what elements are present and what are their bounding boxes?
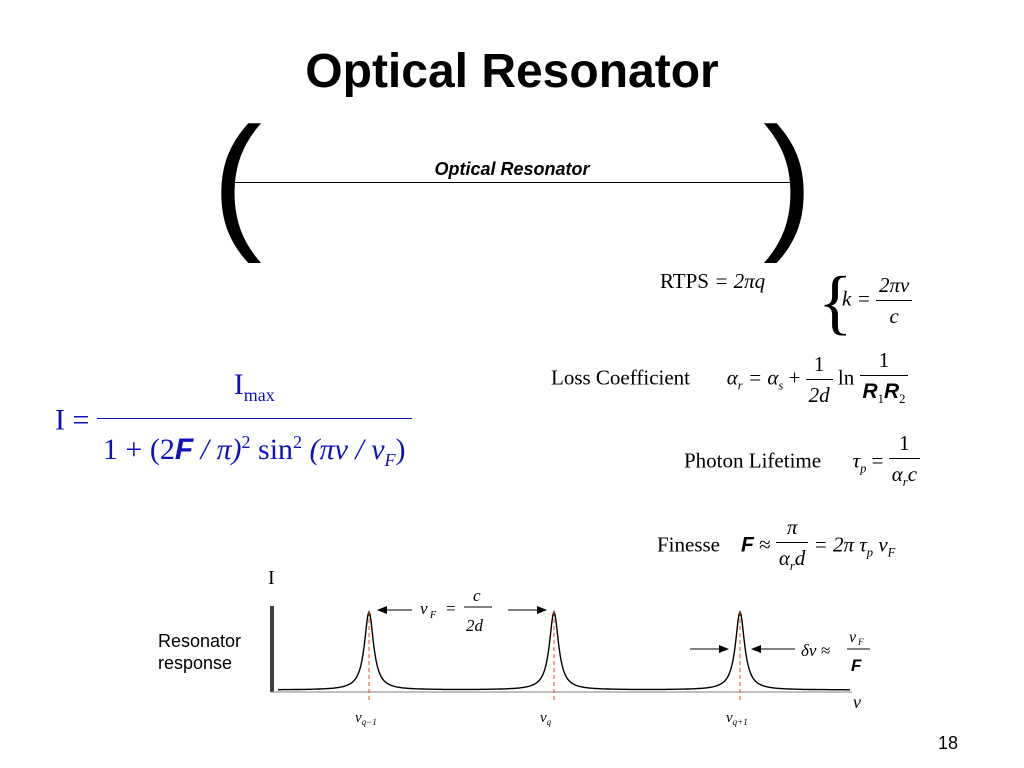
right-mirror: ) — [763, 96, 813, 264]
loss-plus: + — [788, 365, 801, 390]
resonator-label: Optical Resonator — [434, 159, 590, 179]
lifetime-lhs: τ — [852, 448, 861, 473]
loss-lhs-sub: r — [737, 378, 743, 393]
fsr-lhs: ν — [420, 599, 428, 618]
finesse-fraction: π αrd — [775, 512, 809, 581]
loss-r2: R — [883, 380, 900, 403]
linewidth-num-sub: F — [857, 637, 864, 647]
intensity-den-e: ) — [395, 433, 406, 466]
loss-mid: = α — [747, 365, 779, 390]
peak-label-sub: q+1 — [733, 717, 748, 727]
intensity-num-i: I — [233, 368, 244, 401]
loss-coefficient-equation: Loss Coefficient αr = αs + 1 2d ln 1 R1R… — [551, 345, 909, 414]
intensity-den: 1 + (2F / π)2 sin2 (πν / νF) — [97, 419, 412, 483]
k-fraction: 2πν c — [876, 270, 913, 331]
intensity-den-b: / π) — [193, 433, 242, 466]
response-curve — [278, 610, 850, 691]
loss-lhs: α — [726, 365, 738, 390]
finesse-symbol: F — [741, 533, 754, 557]
left-mirror: ( — [212, 96, 262, 264]
optical-axis-line — [228, 182, 796, 183]
page-number: 18 — [938, 733, 959, 753]
loss-r2-sub: 2 — [899, 392, 906, 407]
linewidth-lhs: δν ≈ — [801, 641, 830, 660]
linewidth-den: F — [851, 656, 862, 675]
finesse-rhs-sub: p — [866, 545, 874, 560]
peak-labels: νq−1 νq νq+1 — [355, 710, 748, 727]
rtps-label: RTPS — [660, 269, 709, 293]
lifetime-eq: = — [871, 448, 884, 473]
finesse-rhs-tail-sub: F — [887, 545, 896, 560]
slide-title: Optical Resonator — [305, 45, 719, 98]
intensity-num: Imax — [96, 362, 412, 419]
k-denominator: c — [889, 304, 899, 328]
finesse-den-sub: r — [789, 559, 795, 574]
loss-den-2: R1R2 — [860, 376, 909, 414]
loss-label: Loss Coefficient — [551, 365, 691, 390]
loss-den-1: 2d — [808, 383, 830, 408]
fsr-eq: = — [446, 599, 456, 618]
response-label-line2: response — [158, 653, 233, 673]
loss-r1: R — [862, 380, 878, 403]
lifetime-den-sub: r — [902, 475, 908, 490]
k-equation: k = 2πν c — [842, 270, 913, 331]
k-lhs: k = — [842, 286, 871, 311]
lifetime-lhs-sub: p — [860, 461, 867, 476]
intensity-lhs: I = — [55, 403, 90, 437]
photon-lifetime-equation: Photon Lifetime τp = 1 αrc — [684, 428, 921, 497]
intensity-den-f: F — [174, 433, 194, 466]
intensity-den-c: sin — [250, 433, 294, 466]
lifetime-fraction: 1 αrc — [888, 428, 921, 497]
fsr-den: 2d — [466, 616, 484, 635]
loss-fraction-1: 1 2d — [805, 349, 833, 410]
finesse-approx: ≈ — [759, 532, 771, 557]
linewidth-num: ν — [849, 629, 857, 646]
intensity-den-d: (πν / ν — [302, 433, 385, 466]
finesse-equation: Finesse F ≈ π αrd = 2π τp νF — [657, 512, 895, 581]
peak-markers — [368, 612, 741, 700]
lifetime-den: αrc — [889, 459, 920, 497]
loss-mid-sub: s — [778, 378, 784, 393]
peak-label-sub: q−1 — [362, 717, 377, 727]
intensity-den-a: 1 + (2 — [102, 433, 175, 466]
fsr-num: c — [473, 586, 481, 605]
left-brace: { — [818, 262, 853, 342]
intensity-den-b-sup: 2 — [241, 432, 251, 452]
intensity-num-sub: max — [243, 385, 275, 405]
finesse-rhs: = 2π τ — [813, 532, 867, 557]
k-numerator: 2πν — [876, 270, 913, 301]
loss-r1-sub: 1 — [877, 392, 884, 407]
response-label-line1: Resonator — [158, 631, 242, 651]
lifetime-label: Photon Lifetime — [684, 448, 822, 473]
finesse-num: π — [775, 512, 809, 543]
lifetime-den-tail: c — [907, 462, 918, 486]
finesse-label: Finesse — [657, 532, 720, 557]
finesse-den-alpha: α — [778, 546, 790, 570]
loss-num-1: 1 — [805, 349, 833, 381]
finesse-rhs-tail: ν — [873, 532, 888, 557]
resonator-response-label: Resonator response — [158, 630, 241, 674]
x-axis-label: ν — [853, 692, 861, 712]
lifetime-num: 1 — [888, 428, 921, 459]
finesse-den: αrd — [776, 543, 808, 581]
y-axis-label: I — [268, 567, 275, 589]
rtps-equation: RTPS = 2πq — [660, 268, 765, 294]
intensity-den-c-sup: 2 — [293, 432, 303, 452]
intensity-fraction: Imax 1 + (2F / π)2 sin2 (πν / νF) — [96, 362, 412, 483]
rtps-rhs: = 2πq — [714, 269, 766, 293]
lifetime-den-alpha: α — [891, 462, 903, 486]
loss-ln: ln — [837, 365, 855, 390]
airy-intensity-equation: I = Imax 1 + (2F / π)2 sin2 (πν / νF) — [55, 362, 412, 483]
intensity-axis — [270, 606, 274, 692]
loss-num-2: 1 — [859, 345, 909, 376]
peak-label: νq — [540, 710, 552, 727]
loss-fraction-2: 1 R1R2 — [859, 345, 909, 414]
finesse-den-tail: d — [794, 546, 806, 570]
peak-label: νq+1 — [726, 710, 748, 727]
intensity-den-d-sub: F — [384, 450, 396, 470]
fsr-lhs-sub: F — [429, 610, 437, 621]
peak-label: νq−1 — [355, 710, 377, 727]
peak-label-sub: q — [547, 717, 552, 727]
